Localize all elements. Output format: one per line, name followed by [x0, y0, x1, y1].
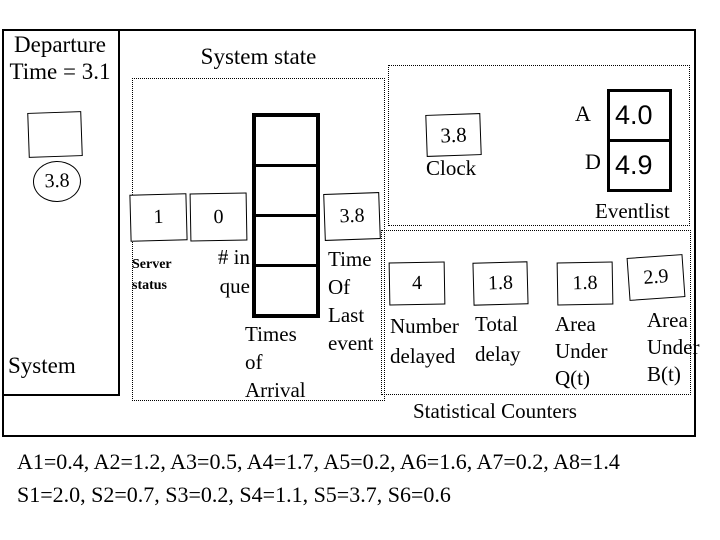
eventlist-table: 4.0 4.9 — [607, 89, 672, 192]
clock-label: Clock — [426, 156, 477, 180]
queue-cell — [256, 217, 316, 267]
time-of-last-event-line4: event — [328, 331, 374, 355]
area-under-qt-line2: Under — [555, 339, 608, 363]
server-status-label-line1: Server — [132, 257, 172, 272]
area-under-bt-line1: Area — [647, 308, 688, 332]
customer-in-service-value: 3.8 — [44, 169, 70, 193]
server-status-value: 1 — [153, 205, 164, 229]
eventlist-key-arrival: A — [575, 101, 591, 126]
time-of-last-event-label: Time Of Last event — [328, 245, 373, 357]
area-under-bt-label: Area Under B(t) — [647, 307, 699, 388]
time-of-last-event-value: 3.8 — [339, 204, 365, 228]
total-delay-box: 1.8 — [472, 261, 529, 306]
departure-time-title: Departure Time = 3.1 — [4, 31, 116, 85]
total-delay-value: 1.8 — [487, 271, 514, 295]
queue-stack — [252, 113, 320, 318]
number-in-queue-label-line2: que — [219, 274, 250, 298]
clock-eventlist-box — [388, 65, 690, 226]
server-status-box: 1 — [129, 193, 188, 242]
clock-value: 3.8 — [439, 122, 468, 147]
total-delay-label: Total delay — [475, 309, 520, 369]
queue-cell — [256, 167, 316, 217]
departure-time-line1: Departure — [14, 32, 106, 57]
time-of-last-event-line1: Time — [328, 247, 372, 271]
system-panel — [2, 29, 120, 396]
area-under-bt-line3: B(t) — [647, 362, 681, 386]
eventlist-arrival-value: 4.0 — [615, 100, 653, 130]
number-in-queue-label: # in que — [198, 243, 250, 301]
time-of-last-event-line2: Of — [328, 275, 351, 299]
outer-frame — [2, 29, 696, 437]
statistical-counters-box — [381, 230, 691, 395]
time-of-last-event-box: 3.8 — [323, 192, 381, 241]
number-delayed-label: Number delayed — [390, 311, 459, 371]
times-of-arrival-label: Times of Arrival — [245, 320, 306, 404]
server-status-label: Server status — [132, 254, 172, 296]
total-delay-line2: delay — [475, 342, 521, 366]
number-in-queue-value: 0 — [213, 205, 224, 228]
area-under-bt-value: 2.9 — [642, 265, 670, 289]
system-state-title: System state — [200, 44, 317, 69]
eventlist-arrival-cell: 4.0 — [610, 92, 669, 142]
total-delay-line1: Total — [475, 312, 518, 336]
eventlist-departure-value: 4.9 — [615, 150, 653, 180]
interarrival-times-line: A1=0.4, A2=1.2, A3=0.5, A4=1.7, A5=0.2, … — [17, 449, 620, 474]
service-times-line: S1=2.0, S2=0.7, S3=0.2, S4=1.1, S5=3.7, … — [17, 482, 451, 507]
number-delayed-box: 4 — [388, 261, 446, 306]
area-under-bt-line2: Under — [647, 335, 700, 359]
queue-cell — [256, 117, 316, 167]
eventlist-key-departure: D — [585, 149, 601, 174]
statistical-counters-title: Statistical Counters — [413, 399, 577, 423]
time-of-last-event-line3: Last — [328, 303, 365, 327]
server-shape — [27, 111, 83, 158]
number-delayed-value: 4 — [411, 271, 423, 295]
queue-cell — [256, 267, 316, 314]
area-under-qt-line1: Area — [555, 312, 596, 336]
number-delayed-line2: delayed — [390, 344, 456, 368]
eventlist-departure-cell: 4.9 — [610, 142, 669, 189]
number-delayed-line1: Number — [390, 314, 459, 338]
times-of-arrival-line1: Times — [245, 322, 297, 346]
server-status-label-line2: status — [132, 278, 168, 293]
area-under-bt-box: 2.9 — [626, 254, 686, 301]
number-in-queue-box: 0 — [189, 192, 248, 242]
times-of-arrival-line3: Arrival — [245, 378, 306, 402]
number-in-queue-label-line1: # in — [217, 245, 250, 269]
clock-box: 3.8 — [425, 113, 482, 157]
area-under-qt-line3: Q(t) — [555, 366, 590, 390]
area-under-qt-label: Area Under Q(t) — [555, 311, 607, 392]
times-of-arrival-line2: of — [245, 350, 263, 374]
system-panel-label: System — [8, 353, 76, 378]
departure-time-line2: Time = 3.1 — [9, 59, 111, 84]
area-under-qt-box: 1.8 — [556, 261, 614, 306]
area-under-qt-value: 1.8 — [572, 271, 598, 295]
eventlist-label: Eventlist — [595, 199, 670, 223]
